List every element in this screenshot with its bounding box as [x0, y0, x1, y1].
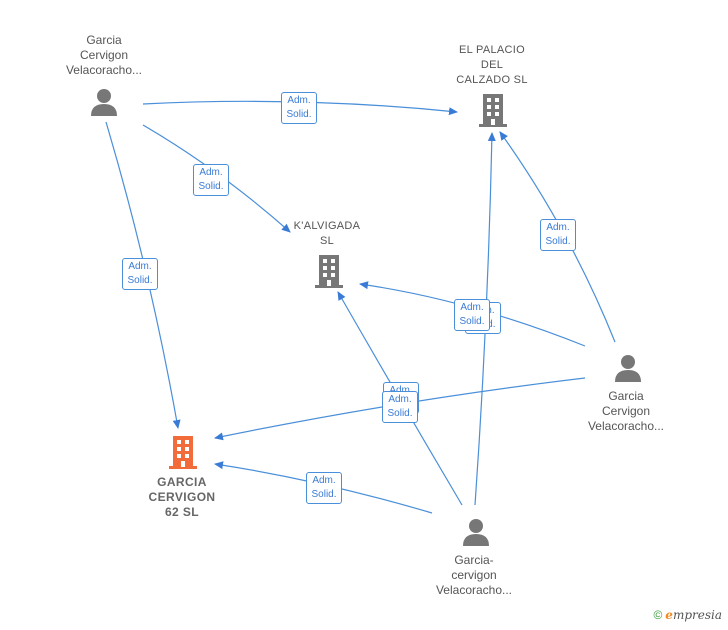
- edge-label-right-gc62: Adm. Solid.: [382, 391, 418, 423]
- building-icon[interactable]: [476, 92, 510, 128]
- person-icon[interactable]: [613, 353, 643, 383]
- brand-logo: empresia: [665, 608, 722, 622]
- edge-label-right-kalvigada: Adm. Solid.: [454, 299, 490, 331]
- building-icon[interactable]: [312, 253, 346, 289]
- person-icon[interactable]: [89, 87, 119, 117]
- edge-label-topleft-palacio: Adm. Solid.: [281, 92, 317, 124]
- node-label-el-palacio[interactable]: EL PALACIO DEL CALZADO SL: [456, 44, 528, 86]
- node-label-person-right[interactable]: Garcia Cervigon Velacoracho...: [587, 389, 665, 433]
- edge-label-bottom-gc62: Adm. Solid.: [306, 472, 342, 504]
- copyright-icon: ©: [653, 608, 663, 622]
- edge-label-topleft-gc62: Adm. Solid.: [122, 258, 158, 290]
- person-icon[interactable]: [461, 517, 491, 547]
- building-icon[interactable]: [166, 434, 200, 470]
- footer-brand: © empresia: [653, 608, 722, 622]
- node-label-kalvigada[interactable]: K'ALVIGADA SL: [293, 220, 361, 247]
- node-label-person-top-left[interactable]: Garcia Cervigon Velacoracho...: [65, 33, 143, 77]
- edge-label-topleft-kalvigada: Adm. Solid.: [193, 164, 229, 196]
- node-label-person-bottom[interactable]: Garcia- cervigon Velacoracho...: [435, 553, 513, 597]
- edge-label-right-palacio: Adm. Solid.: [540, 219, 576, 251]
- node-label-garcia-cervigon-62[interactable]: GARCIA CERVIGON 62 SL: [148, 475, 216, 519]
